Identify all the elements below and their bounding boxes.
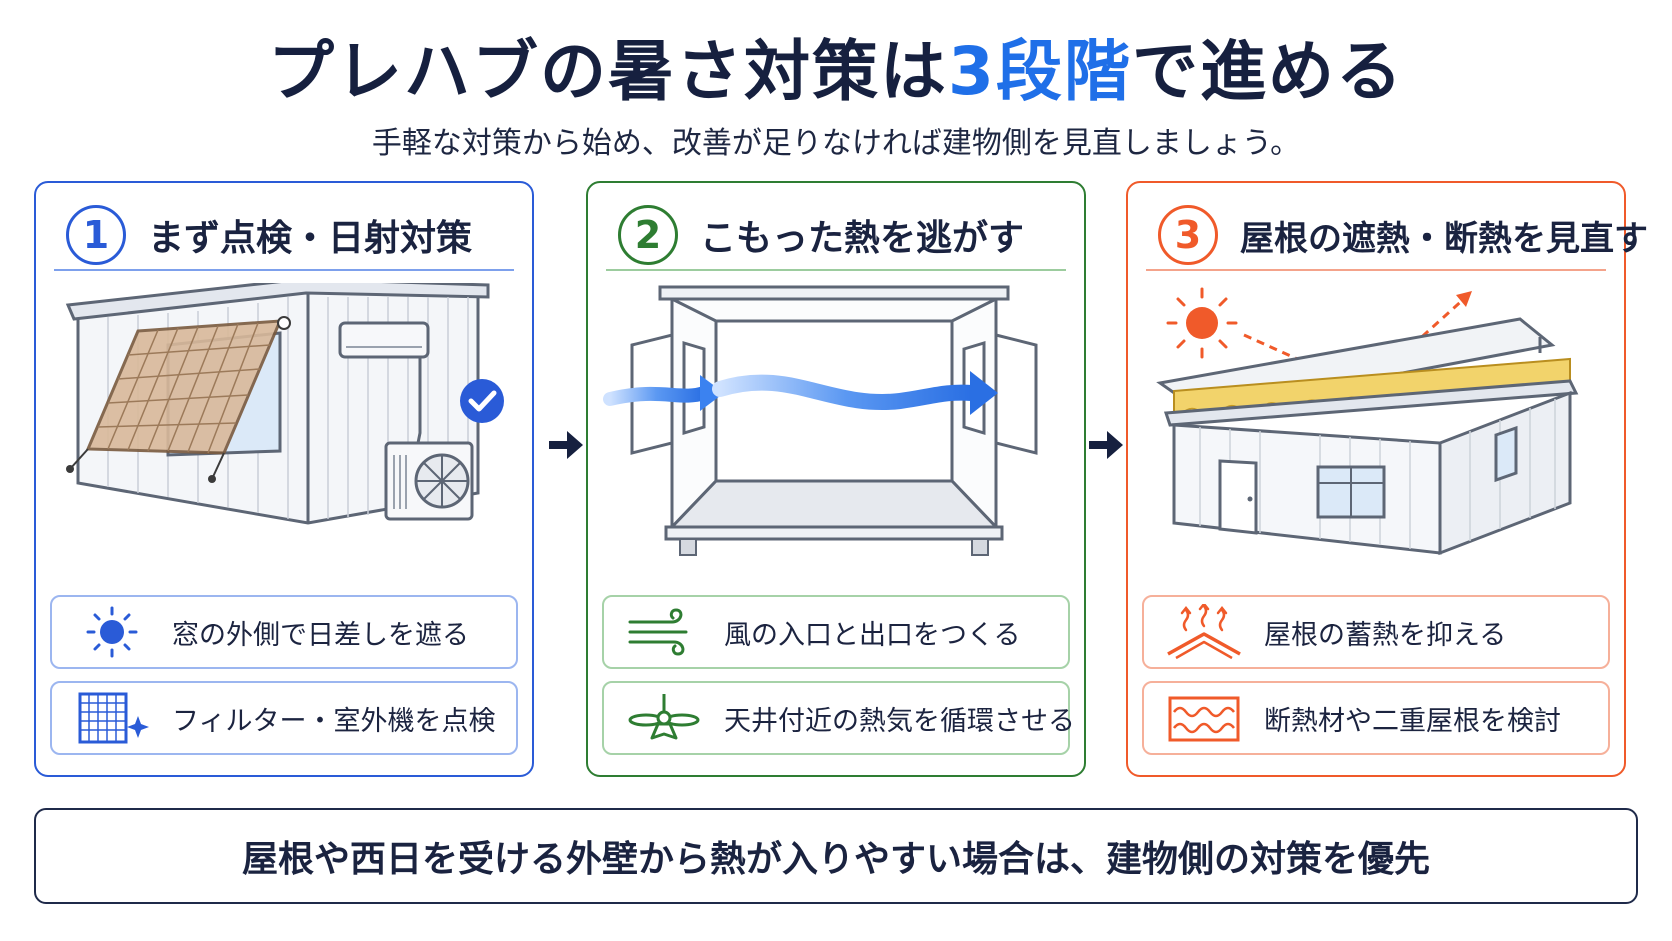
step-number-1: 1: [66, 205, 126, 265]
step-number-2: 2: [618, 205, 678, 265]
step3-item2-label: 断熱材や二重屋根を検討: [1264, 705, 1561, 737]
prefab-shade-illustration: [65, 283, 504, 525]
step1-item-filter: フィルター・室外機を点検: [50, 681, 518, 755]
roof-insulation-illustration: [1156, 287, 1579, 556]
next-step-arrow-icon: [549, 431, 583, 459]
step-title-3: 屋根の遮熱・断熱を見直す: [1240, 218, 1648, 259]
step2-item1-label: 風の入口と出口をつくる: [724, 619, 1021, 651]
step-number-3: 3: [1158, 205, 1218, 265]
page-subtitle: 手軽な対策から始め、改善が足りなければ建物側を見直しましょう。: [371, 126, 1301, 161]
insulation-icon: [1168, 696, 1240, 742]
step-panel-3: 3 屋根の遮熱・断熱を見直す: [1126, 181, 1648, 777]
step-header-3: 3 屋根の遮熱・断熱を見直す: [1146, 201, 1648, 271]
title-highlight: 3段階: [948, 33, 1132, 110]
priority-note: 屋根や西日を受ける外壁から熱が入りやすい場合は、建物側の対策を優先: [34, 808, 1638, 904]
title-tail: で進める: [1131, 33, 1404, 110]
step1-item2-label: フィルター・室外機を点検: [172, 705, 496, 737]
step-header-1: 1 まず点検・日射対策: [54, 201, 514, 271]
next-step-arrow-icon: [1089, 431, 1123, 459]
sun-icon: [86, 606, 138, 658]
page-title: プレハブの暑さ対策は3段階で進める: [0, 18, 1672, 114]
wind-icon: [628, 608, 688, 656]
ceiling-fan-icon: [628, 694, 700, 740]
step-panel-1: 1 まず点検・日射対策: [34, 181, 534, 777]
step3-item-insulation: 断熱材や二重屋根を検討: [1142, 681, 1610, 755]
ventilation-room-illustration: [603, 285, 1038, 556]
step3-item-roof-heat: 屋根の蓄熱を抑える: [1142, 595, 1610, 669]
title-main: プレハブの暑さ対策は: [268, 33, 949, 110]
step-panel-2: 2 こもった熱を逃がす: [586, 181, 1086, 777]
step-title-1: まず点検・日射対策: [148, 218, 473, 259]
step1-item1-label: 窓の外側で日差しを遮る: [172, 619, 469, 651]
step2-item-airflow: 風の入口と出口をつくる: [602, 595, 1070, 669]
step2-item2-label: 天井付近の熱気を循環させる: [724, 705, 1075, 737]
step2-item-circulate: 天井付近の熱気を循環させる: [602, 681, 1075, 755]
step3-item1-label: 屋根の蓄熱を抑える: [1264, 619, 1507, 651]
step-header-2: 2 こもった熱を逃がす: [606, 201, 1066, 271]
filter-icon: [78, 692, 149, 744]
step-title-2: こもった熱を逃がす: [700, 218, 1025, 259]
roof-heat-icon: [1167, 604, 1241, 660]
step1-item-shade: 窓の外側で日差しを遮る: [50, 595, 518, 669]
